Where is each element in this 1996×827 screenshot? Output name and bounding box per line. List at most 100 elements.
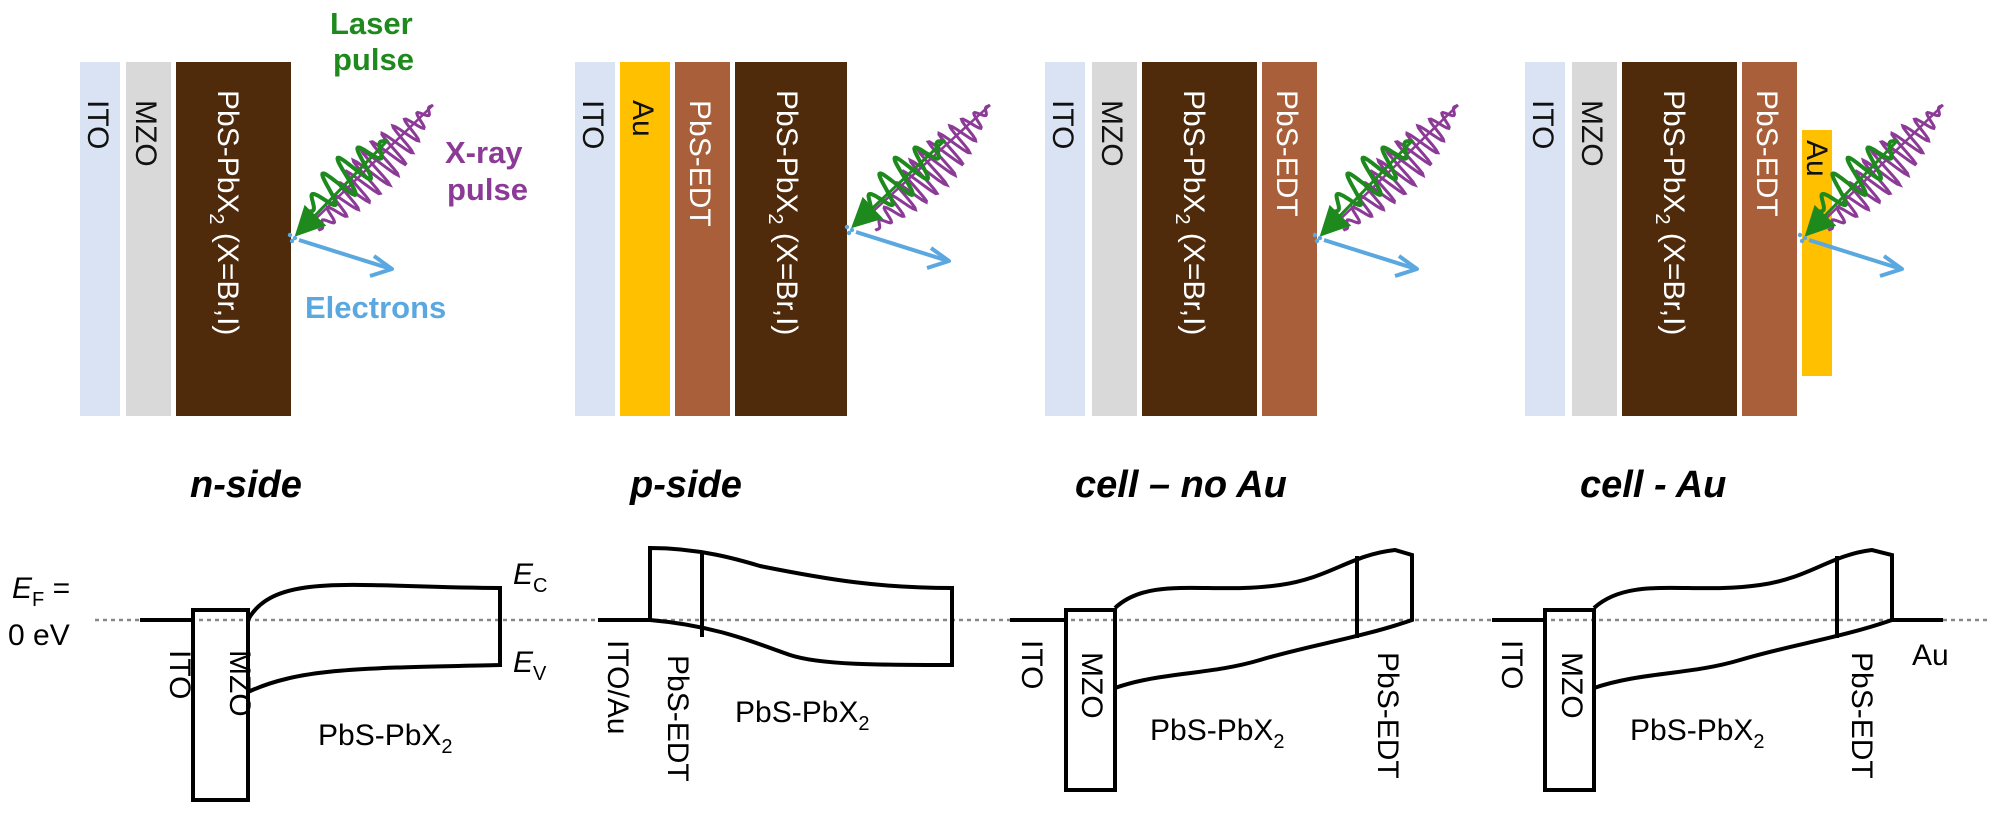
electron-dot (287, 232, 293, 238)
electron-dot (1799, 238, 1805, 244)
ito-layer (1045, 62, 1085, 416)
electron-dot (844, 224, 850, 230)
pulses-n-side (287, 103, 434, 278)
electron-dot (289, 238, 295, 244)
device-cell-no-au: ITO MZO PbS-PbX2 (X=Br,I) PbS-EDT (1045, 62, 1317, 416)
electron-arrow (298, 238, 389, 270)
pulse-graphics (287, 103, 1944, 278)
panel-title-p-side: p-side (629, 464, 742, 506)
pbs-label: PbS-PbX2 (X=Br,I) (205, 90, 244, 335)
pulses-cell-no-au (1312, 103, 1459, 278)
electron-arrowhead (926, 246, 951, 270)
ito-label: ITO (1526, 100, 1559, 149)
pulses-cell-au (1797, 103, 1944, 278)
electrons-label: Electrons (305, 290, 446, 325)
electron-arrow (1323, 238, 1414, 270)
pbs-edt-label: PbS-EDT (683, 100, 716, 227)
electron-arrowhead (1394, 254, 1419, 278)
pbs-edt-band-label: PbS-EDT (1371, 652, 1404, 779)
pbs-layer (735, 62, 847, 416)
electron-dot (1802, 235, 1808, 241)
xray-pulse (874, 103, 991, 232)
pbs-edt-label: PbS-EDT (1270, 90, 1303, 217)
electron-dot (1797, 232, 1803, 238)
ito-layer (80, 62, 120, 416)
laser-pulse (861, 138, 947, 215)
ito-layer (1525, 62, 1565, 416)
laser-pulse (1329, 138, 1415, 215)
au-layer (620, 62, 670, 416)
laser-pulse-arrow (1319, 138, 1415, 237)
mzo-label: MZO (1095, 100, 1128, 167)
laser-pulse-label-line2: pulse (333, 42, 414, 77)
electron-arrow (1808, 238, 1899, 270)
electron-arrowhead (1879, 254, 1904, 278)
pbs-band-label: PbS-PbX2 (318, 719, 453, 758)
pbs-edt-layer (1262, 62, 1317, 416)
xray-pulse-label-line1: X-ray (445, 135, 523, 170)
band-diagram-cell-au: ITO MZO PbS-PbX2 PbS-EDT Au (1492, 547, 1949, 792)
xray-pulse (1827, 103, 1944, 232)
pbs-edt-layer (675, 62, 730, 416)
mzo-band-label: MZO (223, 650, 256, 717)
laser-pulse-arrow (851, 138, 947, 229)
ito-label: ITO (1046, 100, 1079, 149)
au-band-label: Au (1912, 639, 1949, 672)
panel-title-n-side: n-side (190, 464, 302, 506)
fermi-level-value: 0 eV (8, 619, 70, 652)
electron-arrowhead (369, 254, 394, 278)
electron-dot (1312, 232, 1318, 238)
pbs-edt-label: PbS-EDT (1750, 90, 1783, 217)
pbs-label: PbS-PbX2 (X=Br,I) (764, 90, 803, 335)
au-label: Au (1800, 140, 1833, 177)
pbs-label: PbS-PbX2 (X=Br,I) (1651, 90, 1690, 335)
pbs-label: PbS-PbX2 (X=Br,I) (1171, 90, 1210, 335)
mzo-band-label: MZO (1555, 652, 1588, 719)
pbs-layer (1142, 62, 1257, 416)
electron-dot (1314, 238, 1320, 244)
panel-title-cell-no-au: cell – no Au (1075, 464, 1287, 506)
ito-layer (575, 62, 615, 416)
mzo-layer (1092, 62, 1137, 416)
band-diagram-cell-no-au: ITO MZO PbS-PbX2 PbS-EDT (1010, 547, 1414, 792)
electron-dot (292, 235, 298, 241)
ito-label: ITO (576, 100, 609, 149)
ito-au-band-label: ITO/Au (601, 640, 634, 734)
panel-title-cell-au: cell - Au (1580, 464, 1726, 506)
mzo-layer (1572, 62, 1617, 416)
mzo-label: MZO (129, 100, 162, 167)
pbs-band-label: PbS-PbX2 (1150, 714, 1285, 753)
device-cell-au: ITO MZO PbS-PbX2 (X=Br,I) PbS-EDT Au (1525, 62, 1833, 416)
electron-arrow (855, 230, 946, 262)
electron-dot (849, 227, 855, 233)
device-p-side: ITO Au PbS-EDT PbS-PbX2 (X=Br,I) (575, 62, 847, 416)
mzo-band-label: MZO (1075, 652, 1108, 719)
laser-pulse-label-line1: Laser (330, 6, 413, 41)
au-label: Au (626, 100, 659, 137)
electron-dot (1317, 235, 1323, 241)
device-n-side: ITO MZO PbS-PbX2 (X=Br,I) (80, 62, 291, 416)
ito-band-label: ITO (1495, 640, 1528, 689)
ito-band-label: ITO (163, 650, 196, 699)
ito-band-label: ITO (1015, 640, 1048, 689)
pulses-p-side (844, 103, 991, 270)
laser-pulse (1814, 138, 1900, 215)
band-diagram-p-side: ITO/Au PbS-EDT PbS-PbX2 (598, 545, 954, 782)
ev-label: EV (513, 646, 547, 685)
mzo-label: MZO (1575, 100, 1608, 167)
ito-label: ITO (81, 100, 114, 149)
pbs-edt-band-label: PbS-EDT (1845, 652, 1878, 779)
xray-pulse-label-line2: pulse (447, 172, 528, 207)
laser-pulse-arrow (294, 138, 390, 237)
xray-pulse (1342, 103, 1459, 232)
pbs-layer (1622, 62, 1737, 416)
mzo-layer (126, 62, 171, 416)
laser-pulse (304, 138, 390, 215)
au-layer (1802, 130, 1832, 376)
pbs-band-label: PbS-PbX2 (735, 696, 870, 735)
pbs-layer (176, 62, 291, 416)
fermi-level-label: EF = (12, 572, 70, 611)
ec-label: EC (513, 558, 547, 597)
electron-dot (846, 230, 852, 236)
